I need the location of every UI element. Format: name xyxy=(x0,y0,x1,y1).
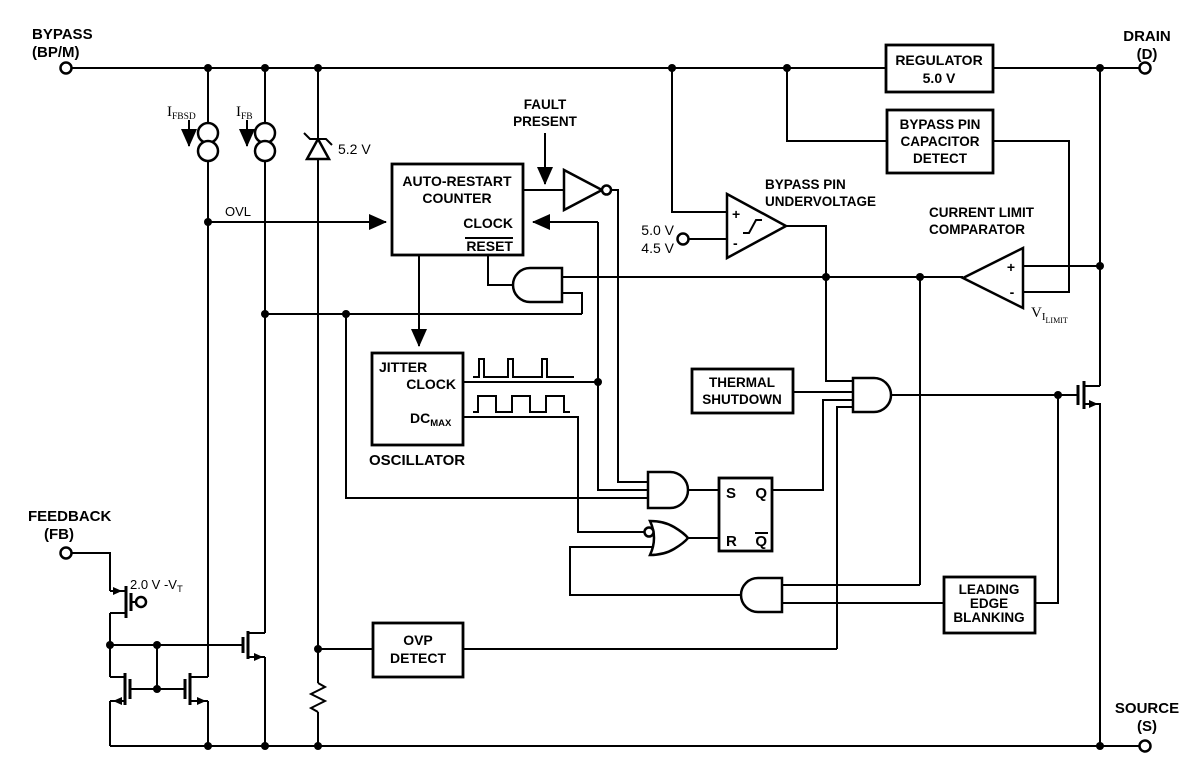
latch-s-label: S xyxy=(726,485,736,502)
svg-text:(S): (S) xyxy=(1137,718,1157,735)
latch-qbar-label: Q xyxy=(755,533,767,550)
bypass-cap-detect-block: BYPASS PIN CAPACITOR DETECT xyxy=(885,108,995,175)
reset-or-gate xyxy=(643,519,690,557)
bypass-undervoltage-comparator: + - xyxy=(725,191,789,261)
ovl-label: OVL xyxy=(225,204,251,219)
zener-diode-icon xyxy=(303,132,333,161)
fb-bias-label: 2.0 V -VT xyxy=(130,577,183,595)
svg-text:(D): (D) xyxy=(1137,46,1158,63)
svg-text:-: - xyxy=(733,235,738,251)
drain-pin-label: DRAIN xyxy=(1123,28,1171,45)
resistor-icon xyxy=(308,682,328,713)
fault-inverter xyxy=(562,167,613,213)
junction-dots xyxy=(106,64,1104,750)
svg-text:JITTER: JITTER xyxy=(379,359,427,375)
mirror-transistor-right xyxy=(183,673,206,705)
leading-edge-blanking-block: LEADING EDGE BLANKING xyxy=(942,575,1037,635)
svg-text:DCMAX: DCMAX xyxy=(410,410,452,429)
svg-text:SHUTDOWN: SHUTDOWN xyxy=(702,392,782,407)
svg-text:OVP: OVP xyxy=(403,632,433,648)
ovp-detect-block: OVP DETECT xyxy=(371,621,465,679)
ifb-transistor xyxy=(241,631,263,661)
drain-terminal-icon xyxy=(1138,61,1152,75)
ifb-current-source-icon xyxy=(253,121,277,163)
svg-text:COUNTER: COUNTER xyxy=(422,190,491,206)
current-limit-label: CURRENT LIMIT xyxy=(929,205,1035,220)
sr-latch: S Q R Q xyxy=(717,476,774,553)
pin-labels: BYPASS (BP/M) DRAIN (D) FEEDBACK (FB) SO… xyxy=(28,26,1179,735)
or-input-bubble xyxy=(643,526,655,538)
set-and-gate xyxy=(646,470,690,510)
bypass-undervoltage-label: BYPASS PIN xyxy=(765,177,846,192)
svg-text:+: + xyxy=(1007,259,1015,275)
svg-text:CAPACITOR: CAPACITOR xyxy=(900,134,979,149)
inverter-bubble xyxy=(600,184,613,196)
svg-text:LEADING: LEADING xyxy=(959,582,1020,597)
ifbsd-current-source-icon xyxy=(196,121,220,163)
svg-text:AUTO-RESTART: AUTO-RESTART xyxy=(402,173,512,189)
oscillator-block: JITTER CLOCK DCMAX OSCILLATOR xyxy=(369,351,465,469)
uv-threshold-terminal-icon xyxy=(676,232,690,246)
auto-restart-counter-block: AUTO-RESTART COUNTER CLOCK RESET xyxy=(390,162,525,257)
bypass-terminal-icon xyxy=(59,61,73,75)
svg-text:UNDERVOLTAGE: UNDERVOLTAGE xyxy=(765,194,876,209)
fault-present-label: FAULT xyxy=(524,97,567,112)
svg-text:+: + xyxy=(732,206,740,222)
svg-text:BLANKING: BLANKING xyxy=(953,610,1024,625)
vilimit-label: VILIMIT xyxy=(1031,305,1068,325)
ifbsd-label: IFBSD xyxy=(167,104,196,122)
svg-text:(BP/M): (BP/M) xyxy=(32,44,80,61)
current-limit-and-gate xyxy=(739,576,784,614)
svg-text:DETECT: DETECT xyxy=(390,650,446,666)
svg-text:PRESENT: PRESENT xyxy=(513,114,578,129)
thermal-shutdown-block: THERMAL SHUTDOWN xyxy=(690,367,795,415)
reset-and-gate xyxy=(511,266,564,304)
wiring xyxy=(71,67,1139,747)
uv-threshold-high-label: 5.0 V xyxy=(641,222,674,238)
source-pin-label: SOURCE xyxy=(1115,700,1179,717)
bypass-pin-label: BYPASS xyxy=(32,26,93,43)
gate-drive-and-gate xyxy=(851,376,893,414)
source-terminal-icon xyxy=(1138,739,1152,753)
svg-text:CLOCK: CLOCK xyxy=(463,215,513,231)
svg-text:BYPASS PIN: BYPASS PIN xyxy=(900,117,981,132)
regulator-label: REGULATOR xyxy=(895,52,982,68)
annotation-labels: FAULT PRESENT BYPASS PIN UNDERVOLTAGE CU… xyxy=(130,97,1068,595)
svg-text:-: - xyxy=(1010,284,1015,300)
svg-text:EDGE: EDGE xyxy=(970,596,1008,611)
mirror-transistor-left xyxy=(113,673,132,705)
svg-text:COMPARATOR: COMPARATOR xyxy=(929,222,1025,237)
svg-text:RESET: RESET xyxy=(466,238,513,254)
jitter-clock-waveform xyxy=(473,358,574,378)
regulator-block: REGULATOR 5.0 V xyxy=(884,43,995,94)
svg-text:CLOCK: CLOCK xyxy=(406,376,456,392)
current-limit-comparator: + - xyxy=(960,245,1025,311)
svg-text:5.0 V: 5.0 V xyxy=(923,70,956,86)
oscillator-caption: OSCILLATOR xyxy=(369,452,465,469)
uv-threshold-low-label: 4.5 V xyxy=(641,240,674,256)
fb-bias-terminal-icon xyxy=(134,595,148,609)
latch-q-label: Q xyxy=(755,485,767,502)
svg-text:THERMAL: THERMAL xyxy=(709,375,775,390)
svg-text:(FB): (FB) xyxy=(44,526,74,543)
hysteresis-icon xyxy=(743,219,762,234)
feedback-transistor xyxy=(113,586,133,618)
power-mosfet xyxy=(1076,381,1098,409)
feedback-terminal-icon xyxy=(59,546,73,560)
latch-r-label: R xyxy=(726,533,737,550)
svg-text:DETECT: DETECT xyxy=(913,151,968,166)
ifb-label: IFB xyxy=(236,104,253,122)
zener-voltage-label: 5.2 V xyxy=(338,141,371,157)
dcmax-waveform xyxy=(473,395,570,413)
feedback-pin-label: FEEDBACK xyxy=(28,508,112,525)
